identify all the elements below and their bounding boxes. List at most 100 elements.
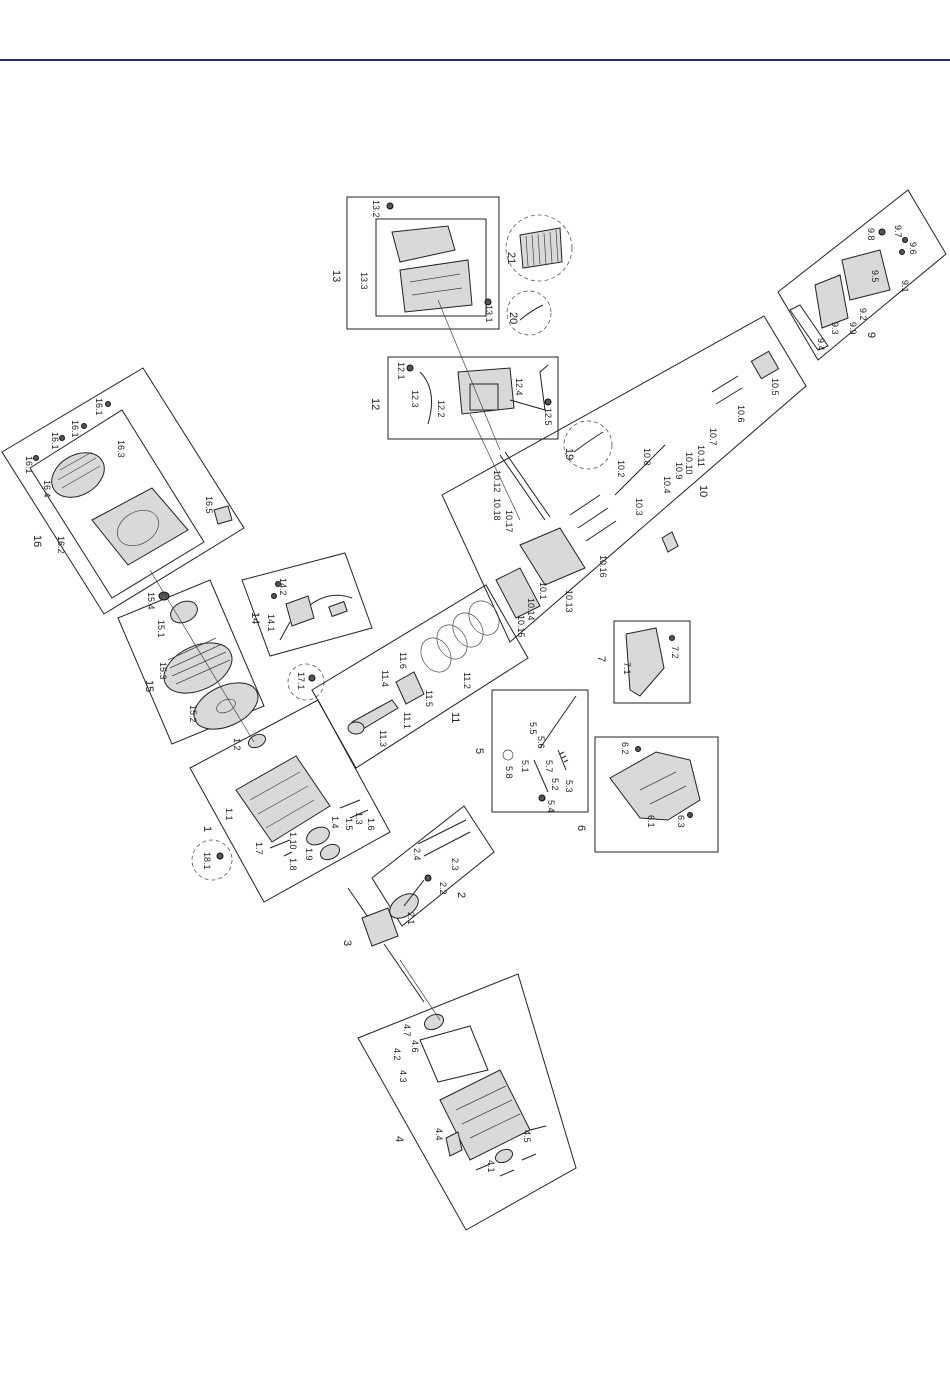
- label-6-2: 6.2: [620, 742, 630, 755]
- detail-20-part: [519, 304, 544, 321]
- label-2-2: 2.2: [438, 882, 448, 895]
- fan-hub: [170, 600, 198, 624]
- group-2-camshaft: 2 2.1 2.2 2.3 2.4: [371, 805, 495, 927]
- rocker-box-10-5: [750, 350, 780, 380]
- label-10-5: 10.5: [770, 378, 780, 396]
- camshaft-pins: [417, 819, 471, 857]
- oil-sensor: [269, 839, 293, 857]
- label-11-3: 11.3: [378, 730, 388, 747]
- bolt-14-2b: [271, 593, 277, 599]
- bolt-16-1b: [81, 423, 87, 429]
- heat-shield: [625, 627, 665, 697]
- group-4-label: 4: [393, 1136, 405, 1142]
- group-9-valve-cover: 9 9.1 9.2 9.3 9.4 9.5 9.6 9.7 9.8 9.9: [777, 189, 947, 361]
- valve-10-3: [614, 469, 641, 496]
- label-10-7: 10.7: [708, 428, 718, 446]
- label-13-1: 13.1: [484, 305, 494, 323]
- detail-19-circle: [563, 420, 613, 470]
- group-6-box: [594, 736, 719, 853]
- label-10-12: 10.12: [492, 470, 502, 493]
- bolt-7-2: [669, 635, 675, 641]
- label-1-1: 1.1: [224, 808, 234, 821]
- label-2-4: 2.4: [412, 848, 422, 861]
- label-9-9: 9.9: [848, 322, 858, 335]
- label-5-4: 5.4: [546, 800, 556, 813]
- label-12-5: 12.5: [543, 408, 553, 426]
- camshaft: [403, 879, 425, 907]
- label-10-1: 10.1: [538, 582, 548, 600]
- detail-19: 19: [563, 420, 613, 470]
- group-13-label: 13: [330, 270, 342, 282]
- cover-detail: [455, 1085, 521, 1139]
- label-9-6: 9.6: [908, 242, 918, 255]
- bolt-9-6: [899, 249, 905, 255]
- head-gasket: [495, 567, 541, 619]
- choke-lever: [509, 364, 549, 411]
- label-10-4: 10.4: [662, 476, 672, 494]
- label-5-1: 5.1: [520, 760, 530, 773]
- label-1-4: 1.4: [330, 816, 340, 829]
- label-16-1b: 16.1: [70, 420, 80, 438]
- label-16-4: 16.4: [42, 480, 52, 498]
- label-2-3: 2.3: [450, 858, 460, 871]
- group-15-label: 15: [143, 680, 155, 692]
- label-1-3: 1.3: [354, 812, 364, 825]
- group-2-label: 2: [455, 892, 467, 898]
- valve-cover: [841, 249, 891, 301]
- cover-bolts: [475, 1125, 547, 1177]
- group-12-label: 12: [369, 398, 381, 410]
- label-10-17: 10.17: [504, 510, 514, 533]
- piston-ring-2: [452, 612, 484, 648]
- detail-18-part: [216, 852, 224, 860]
- bolt-6-3: [687, 812, 693, 818]
- label-15-3: 15.3: [158, 662, 168, 680]
- fan-housing: [91, 487, 189, 566]
- label-14-2: 14.2: [278, 578, 288, 596]
- group-3-crankshaft: 3: [341, 887, 425, 1003]
- bolt-6-2: [635, 746, 641, 752]
- label-9-2: 9.2: [858, 308, 868, 321]
- label-1-10: 1.10: [288, 832, 298, 850]
- label-13-2: 13.2: [371, 200, 381, 218]
- conrod-big-end: [347, 721, 365, 735]
- air-filter-cover: [391, 225, 456, 263]
- detail-21-filter-element: 21: [505, 214, 573, 282]
- group-5-governor: 5 5.1 5.2 5.3 5.4 5.5 5.6 5.7 5.8: [473, 689, 589, 813]
- group-6-label: 6: [575, 825, 587, 831]
- rocker-studs: [711, 375, 743, 405]
- label-4-3: 4.3: [398, 1070, 408, 1083]
- label-12-1: 12.1: [396, 362, 406, 380]
- bearing-1-10: [319, 843, 341, 861]
- group-10-label: 10: [697, 485, 709, 497]
- group-12-box: [387, 356, 559, 440]
- label-5-8: 5.8: [504, 766, 514, 779]
- crank-web: [361, 907, 399, 947]
- group-16-label: 16: [31, 535, 43, 547]
- push-rods: [499, 451, 551, 521]
- group-13-air-filter: 13 13.3 13.2 13.1: [330, 196, 500, 330]
- group-9-label: 9: [865, 332, 877, 338]
- ignition-lead: [279, 594, 353, 641]
- detail-19-part: [573, 431, 604, 453]
- detail-18: 18.1: [191, 839, 233, 881]
- group-10-box: [441, 315, 807, 643]
- label-12-3: 12.3: [410, 390, 420, 408]
- detail-17-circle: [287, 663, 325, 701]
- label-5-3: 5.3: [564, 780, 574, 793]
- bolt-9-8: [878, 228, 886, 236]
- label-4-7: 4.7: [402, 1024, 412, 1037]
- bolt-9-7: [902, 237, 908, 243]
- group-13-box: [346, 196, 500, 330]
- valve-cover-plate: [814, 274, 849, 329]
- oil-seal-1-2: [247, 733, 267, 749]
- group-1-box: [189, 699, 391, 903]
- bearing-4-1: [494, 1148, 514, 1164]
- label-5-6: 5.6: [536, 736, 546, 749]
- label-14-1: 14.1: [266, 614, 276, 632]
- label-6-1: 6.1: [646, 815, 656, 828]
- label-11-5: 11.5: [424, 690, 434, 707]
- crankshaft-output: [383, 943, 425, 1003]
- governor-rod: [539, 695, 577, 749]
- label-11-1: 11.1: [402, 712, 412, 729]
